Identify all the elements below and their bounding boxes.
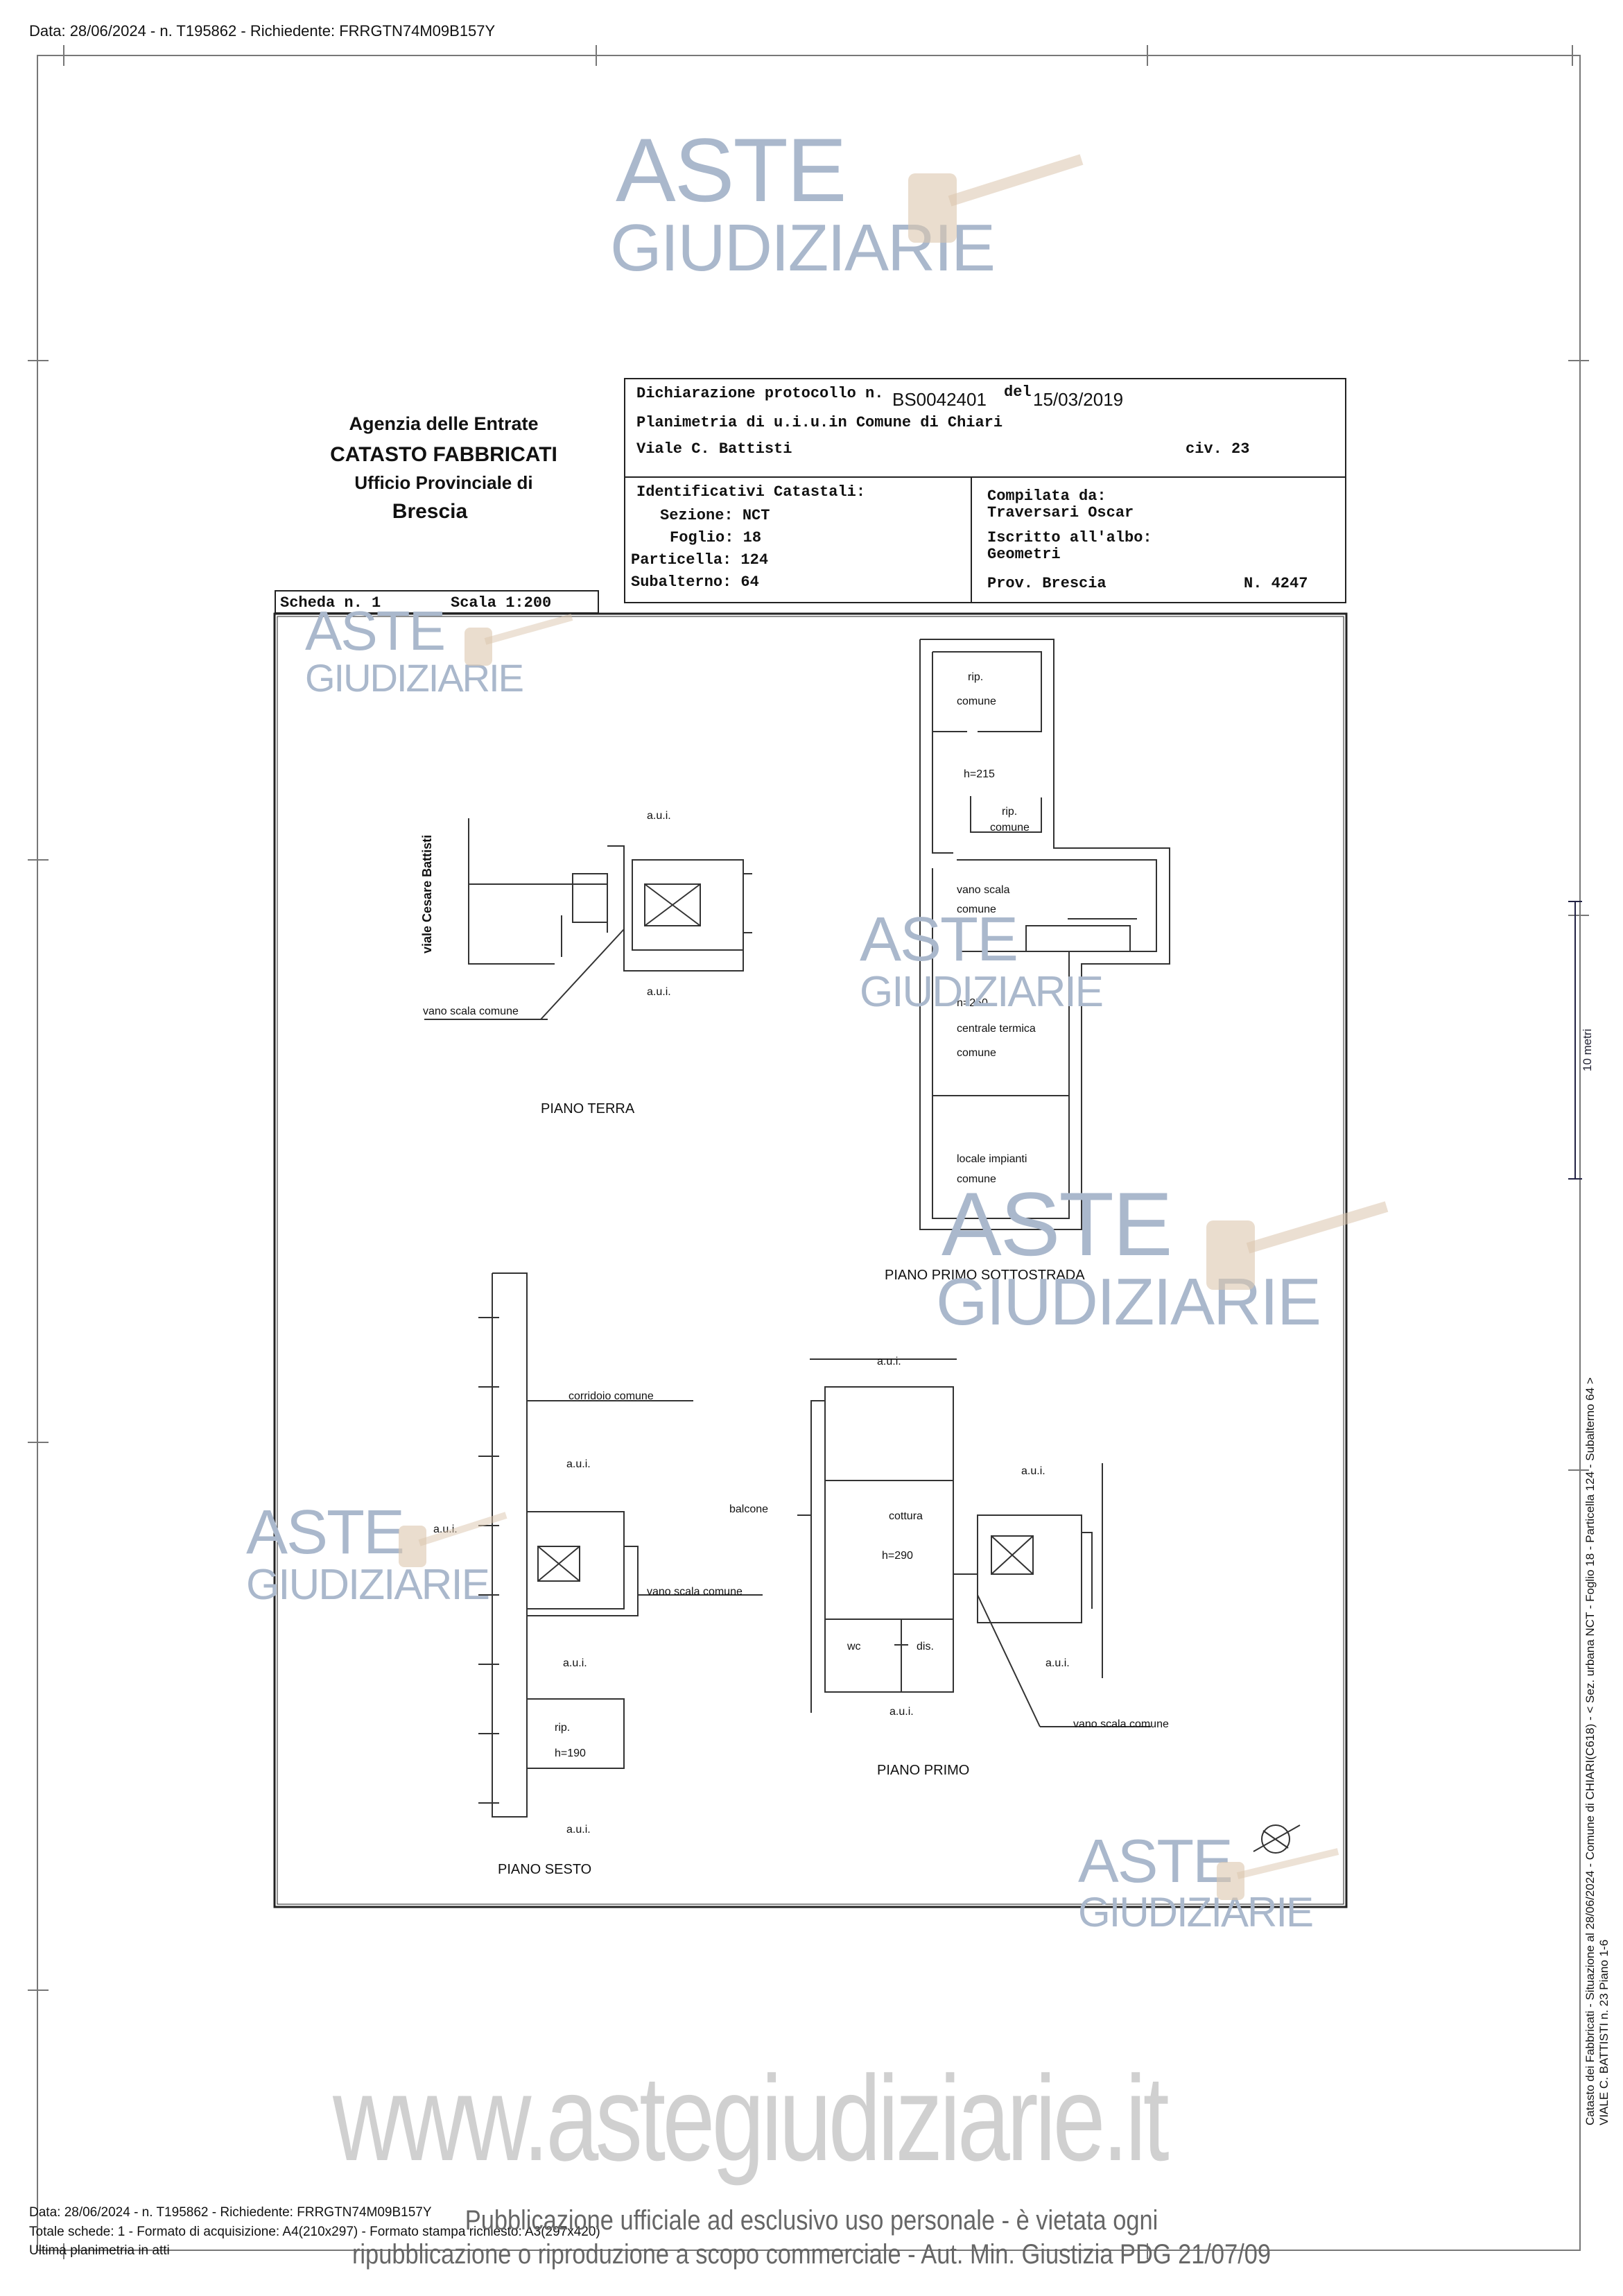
compiled-by-label: Compilata da:: [987, 487, 1106, 505]
label-aui: a.u.i.: [566, 1458, 591, 1470]
piano-sesto-plan: [478, 1272, 763, 1818]
label-vano-scala: vano scala: [957, 884, 1010, 896]
aste-watermark-logo: ASTE GIUDIZIARIE: [610, 125, 1084, 282]
protocol-label: Dichiarazione protocollo n.: [636, 385, 884, 402]
particella: Particella: 124: [631, 551, 769, 569]
aste-watermark-logo: ASTE GIUDIZIARIE: [305, 603, 573, 698]
address: Viale C. Battisti: [636, 440, 792, 458]
side-catasto-line: Catasto dei Fabbricati - Situazione al 2…: [1583, 1377, 1597, 2125]
label-locale-impianti: locale impianti: [957, 1153, 1027, 1165]
gavel-icon: [399, 1512, 507, 1567]
aste-watermark-logo: ASTE GIUDIZIARIE: [246, 1501, 507, 1607]
label-wc: wc: [847, 1641, 861, 1652]
gavel-icon: [1206, 1201, 1389, 1290]
label-vano-scala: vano scala comune: [647, 1586, 743, 1598]
label-aui: a.u.i.: [877, 1356, 901, 1367]
side-address-line: VIALE C. BATTISTI n. 23 Piano 1-6: [1597, 1939, 1611, 2125]
albo-label: Iscritto all'albo:: [987, 529, 1152, 546]
piano-sesto-title: PIANO SESTO: [498, 1862, 592, 1877]
label-vano-scala: vano scala comune: [423, 1005, 519, 1017]
piano-terra-plan: [424, 818, 752, 1020]
piano-primo-title: PIANO PRIMO: [877, 1763, 970, 1778]
registration-number: N. 4247: [1244, 575, 1308, 592]
label-comune: comune: [957, 696, 996, 707]
label-rip: rip.: [555, 1722, 571, 1734]
agency-block: Agenzia delle Entrate CATASTO FABBRICATI…: [305, 413, 582, 524]
header-requester-line: Data: 28/06/2024 - n. T195862 - Richiede…: [29, 22, 496, 40]
label-aui: a.u.i.: [566, 1824, 591, 1836]
footer-totals: Totale schede: 1 - Formato di acquisizio…: [29, 2225, 600, 2239]
office-label: Ufficio Provinciale di: [354, 472, 533, 494]
albo-value: Geometri: [987, 546, 1061, 563]
foglio: Foglio: 18: [670, 529, 762, 546]
compiled-box: Compilata da: Traversari Oscar Iscritto …: [971, 476, 1346, 603]
gavel-icon: [465, 614, 573, 666]
street-label: viale Cesare Battisti: [420, 834, 434, 953]
label-h190: h=190: [555, 1747, 586, 1759]
piano-terra-title: PIANO TERRA: [541, 1101, 635, 1116]
label-centrale-termica: centrale termica: [957, 1023, 1036, 1035]
label-vano-scala: vano scala comune: [1073, 1718, 1169, 1730]
label-aui: a.u.i.: [1021, 1465, 1045, 1477]
label-comune: comune: [957, 1173, 996, 1185]
declaration-date: 15/03/2019: [1033, 389, 1124, 410]
label-aui: a.u.i.: [647, 810, 671, 822]
north-arrow-icon: [1253, 1824, 1301, 1854]
label-h215: h=215: [964, 768, 995, 780]
agency-name: Agenzia delle Entrate: [349, 413, 539, 434]
protocol-number: BS0042401: [892, 389, 987, 410]
label-balcone: balcone: [729, 1503, 769, 1515]
plan-line: Planimetria di u.i.u.in Comune di Chiari: [636, 414, 1003, 431]
label-h290: h=290: [882, 1550, 913, 1562]
footer-requester: Data: 28/06/2024 - n. T195862 - Richiede…: [29, 2205, 432, 2220]
office-city: Brescia: [392, 499, 468, 523]
compiled-by-name: Traversari Oscar: [987, 504, 1134, 521]
del-label: del: [1004, 383, 1032, 401]
aste-watermark-logo: ASTE GIUDIZIARIE: [936, 1179, 1389, 1336]
label-aui: a.u.i.: [1045, 1657, 1070, 1669]
declaration-box: Dichiarazione protocollo n. BS0042401 de…: [624, 378, 1346, 478]
label-aui: a.u.i.: [563, 1657, 587, 1669]
gavel-icon: [1217, 1848, 1339, 1900]
label-aui: a.u.i.: [647, 986, 671, 998]
scheda-number: Scheda n. 1: [280, 594, 381, 612]
label-comune: comune: [990, 822, 1030, 834]
gavel-icon: [908, 154, 1084, 243]
piano-primo-plan: [797, 1358, 1151, 1727]
aste-publication-notice: Pubblicazione ufficiale ad esclusivo uso…: [351, 2205, 1272, 2270]
sezione: Sezione: NCT: [660, 507, 770, 524]
label-rip: rip.: [968, 671, 984, 683]
province: Prov. Brescia: [987, 575, 1106, 592]
subalterno: Subalterno: 64: [631, 573, 759, 591]
label-cottura: cottura: [889, 1510, 923, 1522]
label-comune: comune: [957, 1047, 996, 1059]
aste-url-watermark: www.astegiudiziarie.it: [333, 2051, 1170, 2186]
civic-number: civ. 23: [1186, 440, 1250, 458]
aste-watermark-logo: ASTE GIUDIZIARIE: [860, 905, 1104, 1016]
label-rip: rip.: [1002, 806, 1018, 818]
footer-last-plan: Ultima planimetria in atti: [29, 2243, 170, 2258]
scheda-scale: Scala 1:200: [451, 594, 552, 612]
piano-primo-sottostrada-plan: [919, 639, 1170, 1230]
label-aui: a.u.i.: [889, 1706, 914, 1718]
aste-watermark-logo: ASTE GIUDIZIARIE: [1078, 1831, 1339, 1933]
piano-primo-sottostrada-title: PIANO PRIMO SOTTOSTRADA: [885, 1268, 1085, 1283]
label-dis: dis.: [917, 1641, 934, 1652]
catasto-title: CATASTO FABBRICATI: [330, 442, 557, 466]
label-comune: comune: [957, 904, 996, 915]
label-h250: h=250: [957, 997, 988, 1009]
identifiers-title: Identificativi Catastali:: [636, 483, 866, 501]
label-corridoio: corridoio comune: [569, 1390, 654, 1402]
